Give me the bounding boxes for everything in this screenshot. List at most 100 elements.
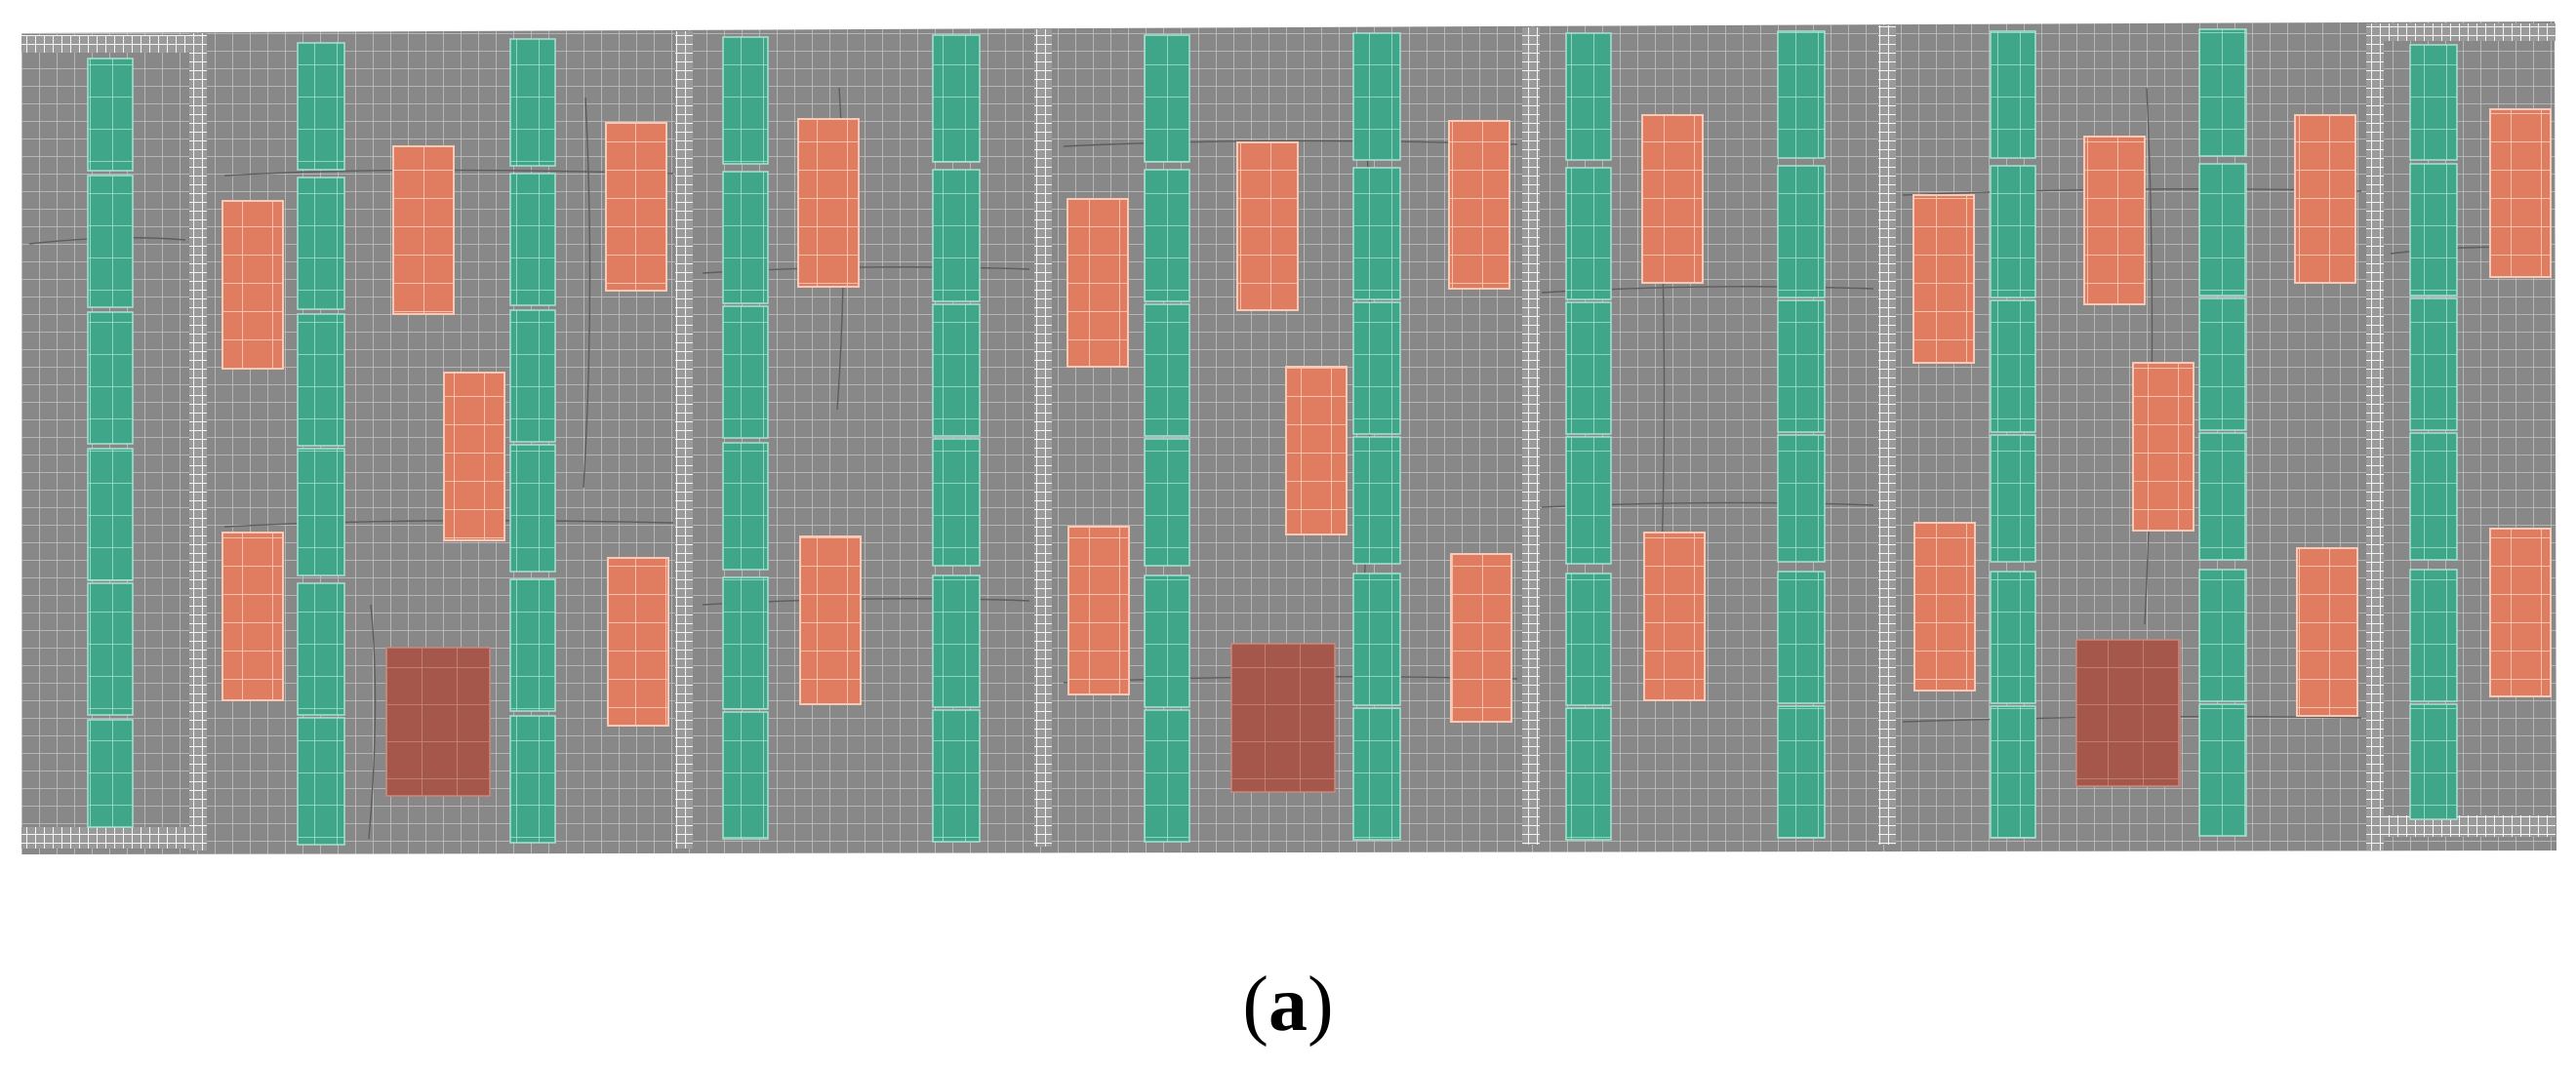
orange-element-21 (2294, 114, 2356, 284)
green-element-2-1 (297, 42, 345, 171)
green-element-2-2 (297, 177, 345, 310)
green-element-9-2 (1777, 165, 1826, 298)
orange-element-2 (221, 532, 284, 701)
orange-element-17 (1912, 194, 1975, 364)
green-element-11-3 (2198, 297, 2247, 431)
green-element-3-3 (509, 309, 556, 443)
wall-bottom-right (2366, 815, 2556, 837)
green-element-3-4 (509, 444, 556, 573)
orange-element-12 (1285, 366, 1348, 535)
green-element-7-1 (1352, 32, 1401, 161)
wall-2 (675, 31, 693, 849)
orange-element-10 (1067, 526, 1130, 695)
green-element-9-6 (1777, 705, 1826, 839)
finite-element-mesh-diagram (21, 21, 2556, 854)
shear-walls (21, 23, 2556, 850)
green-element-7-5 (1352, 573, 1401, 706)
green-element-11-4 (2198, 432, 2247, 561)
green-element-11-6 (2198, 703, 2247, 837)
green-element-6-4 (1144, 438, 1190, 567)
green-element-12-3 (2409, 297, 2458, 431)
green-element-4-6 (722, 711, 769, 840)
orange-element-15 (1641, 114, 1704, 284)
green-element-8-2 (1565, 167, 1612, 300)
green-element-9-1 (1777, 30, 1826, 159)
green-element-5-6 (932, 709, 981, 843)
wall-3 (1034, 29, 1052, 847)
green-element-1-2 (87, 175, 134, 308)
orange-element-4 (443, 372, 505, 541)
green-element-6-5 (1144, 574, 1190, 708)
orange-element-18 (1913, 522, 1976, 692)
green-element-2-6 (297, 717, 345, 846)
green-element-10-4 (1990, 434, 2036, 563)
orange-element-8 (799, 535, 862, 705)
caption-open-paren: ( (1242, 962, 1268, 1048)
green-element-3-2 (509, 173, 556, 306)
element-blocks (87, 28, 2552, 846)
green-element-3-6 (509, 715, 556, 844)
orange-element-16 (1643, 532, 1706, 701)
wall-top-right (2366, 23, 2556, 41)
green-element-4-4 (722, 442, 769, 571)
green-element-10-3 (1990, 299, 2036, 433)
orange-element-9 (1067, 198, 1129, 368)
orange-element-19 (2083, 136, 2146, 305)
green-element-12-1 (2409, 44, 2458, 161)
green-element-12-6 (2409, 703, 2458, 820)
orange-element-20 (2132, 362, 2194, 532)
orange-element-22 (2296, 547, 2358, 717)
green-element-5-4 (932, 438, 981, 567)
wall-5 (1878, 25, 1896, 845)
green-element-5-2 (932, 169, 981, 302)
green-element-8-3 (1565, 301, 1612, 435)
green-element-1-5 (87, 582, 134, 716)
green-element-7-2 (1352, 167, 1401, 300)
green-element-10-5 (1990, 571, 2036, 704)
green-element-11-2 (2198, 163, 2247, 297)
wall-top-left (21, 35, 207, 53)
green-element-2-4 (297, 448, 345, 576)
crack-8 (223, 520, 674, 528)
dark-element-2 (1230, 643, 1336, 793)
green-element-9-5 (1777, 571, 1826, 704)
wall-4 (1522, 27, 1540, 845)
orange-element-6 (607, 557, 669, 727)
green-element-5-1 (932, 34, 981, 163)
green-element-4-2 (722, 171, 769, 304)
dark-element-1 (385, 647, 491, 797)
green-element-4-1 (722, 36, 769, 165)
green-element-2-3 (297, 313, 345, 447)
caption-label: a (1268, 962, 1308, 1048)
orange-element-5 (605, 122, 667, 292)
green-element-4-3 (722, 305, 769, 439)
green-element-6-1 (1144, 34, 1190, 163)
green-element-8-4 (1565, 436, 1612, 565)
wall-1 (189, 33, 207, 850)
wall-6 (2366, 23, 2384, 850)
orange-element-24 (2489, 528, 2552, 697)
dark-element-3 (2075, 639, 2181, 787)
green-element-6-2 (1144, 169, 1190, 302)
green-element-12-4 (2409, 432, 2458, 561)
green-element-7-4 (1352, 436, 1401, 565)
green-element-6-3 (1144, 303, 1190, 437)
green-element-1-4 (87, 448, 134, 581)
green-element-8-5 (1565, 573, 1612, 706)
green-element-10-6 (1990, 705, 2036, 839)
figure-caption: (a) (0, 966, 2576, 1044)
crack-18 (368, 604, 377, 840)
green-element-11-5 (2198, 569, 2247, 702)
crack-13 (583, 97, 591, 489)
caption-close-paren: ) (1308, 962, 1334, 1048)
green-element-3-5 (509, 578, 556, 712)
green-element-1-3 (87, 311, 134, 445)
green-element-8-1 (1565, 32, 1612, 161)
green-element-9-4 (1777, 434, 1826, 563)
green-element-5-5 (932, 574, 981, 708)
orange-element-23 (2489, 108, 2552, 278)
green-element-5-3 (932, 303, 981, 437)
green-element-7-6 (1352, 707, 1401, 841)
orange-element-14 (1450, 553, 1512, 723)
orange-element-11 (1236, 141, 1299, 311)
